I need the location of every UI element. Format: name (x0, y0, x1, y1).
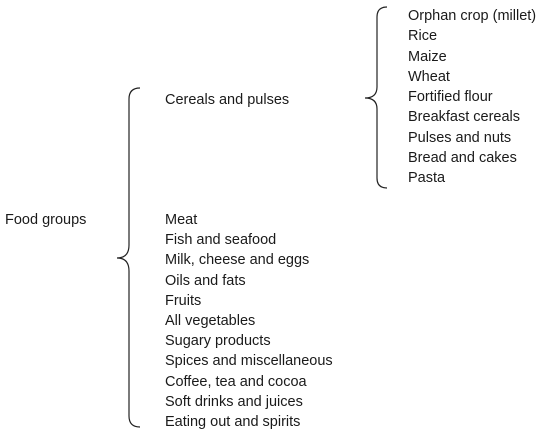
list-item: Maize (408, 48, 447, 65)
list-item: Fortified flour (408, 89, 493, 106)
list-item: Sugary products (165, 333, 271, 350)
list-item: Soft drinks and juices (165, 393, 303, 410)
list-item: Pasta (408, 170, 446, 187)
list-item: Meat (165, 212, 198, 228)
list-item: Spices and miscellaneous (165, 353, 333, 370)
list-item: Oils and fats (165, 272, 246, 289)
root-label: Food groups (5, 212, 87, 228)
main-bracket (116, 87, 141, 428)
list-item: Coffee, tea and cocoa (165, 373, 307, 390)
cereals-items-list: Orphan crop (millet) Rice Maize Wheat Fo… (408, 6, 536, 189)
list-item: Fruits (165, 292, 202, 309)
list-item: Breakfast cereals (408, 109, 521, 126)
cereals-group-label: Cereals and pulses (165, 92, 290, 108)
list-item: Orphan crop (millet) (408, 8, 537, 24)
other-food-groups-list: Meat Fish and seafood Milk, cheese and e… (165, 210, 333, 432)
list-item: Bread and cakes (408, 150, 517, 167)
list-item: Wheat (408, 68, 450, 85)
list-item: Eating out and spirits (165, 414, 301, 431)
list-item: Rice (408, 28, 438, 45)
cereals-bracket (364, 6, 388, 189)
list-item: Pulses and nuts (408, 129, 512, 146)
list-item: Fish and seafood (165, 232, 277, 249)
list-item: Milk, cheese and eggs (165, 252, 310, 269)
list-item: All vegetables (165, 313, 256, 330)
